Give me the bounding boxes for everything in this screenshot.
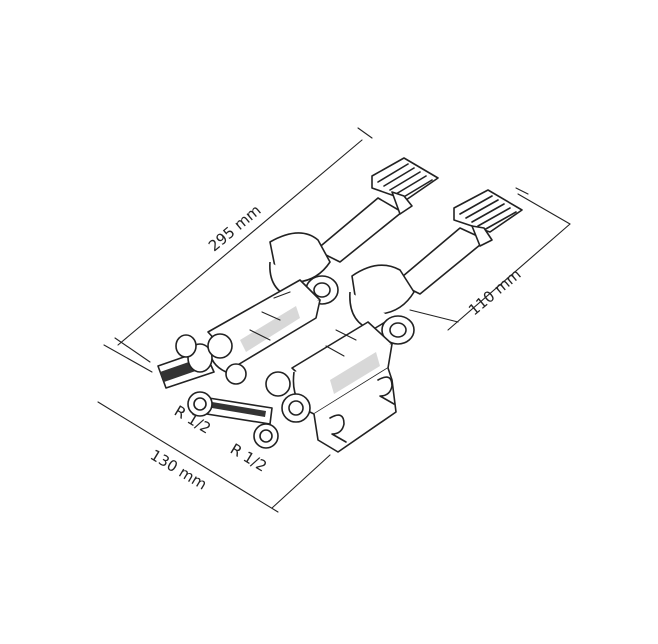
dimension-height-label: 110 mm <box>465 265 525 319</box>
front-pedal <box>453 189 523 247</box>
dimension-width-label: 130 mm <box>147 446 210 494</box>
pedal-valve-body <box>157 157 523 453</box>
dimension-lines <box>97 127 571 513</box>
back-pedal <box>371 157 439 215</box>
r-logo-icon <box>329 376 395 443</box>
